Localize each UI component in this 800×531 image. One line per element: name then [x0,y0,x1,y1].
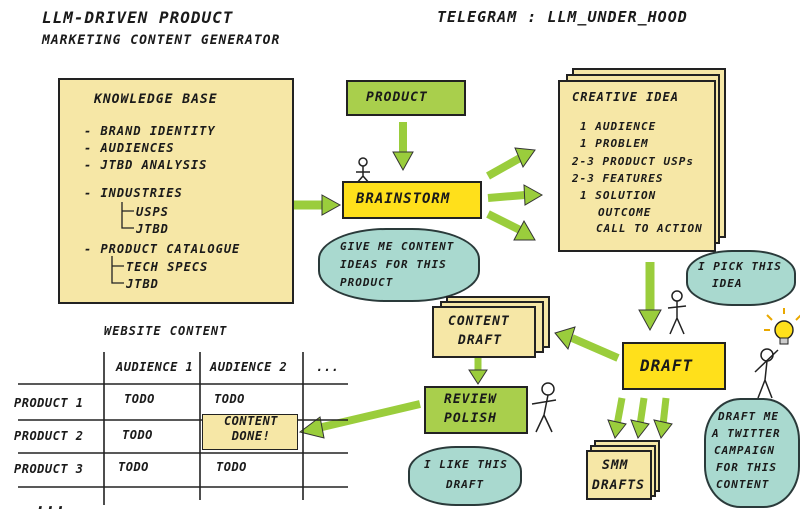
telegram-handle: TELEGRAM : LLM_UNDER_HOOD [437,8,688,26]
product-box [346,80,466,116]
lightbulb-icon [764,308,800,345]
bubble-line: A TWITTER [712,427,781,440]
kb-line: - INDUSTRIES [84,186,183,200]
arrow-draft-to-smm-3 [659,397,670,426]
table-cell-done: CONTENT DONE! [223,414,279,443]
bubble-line: IDEA [712,277,743,290]
smm-line: DRAFTS [592,478,645,493]
product-label: PRODUCT [366,90,428,105]
review-line: REVIEW [444,392,497,407]
brainstorm-box [342,181,482,219]
kb-line: JTBD [126,277,159,291]
table-cell: TODO [214,392,245,406]
kb-line: - PRODUCT CATALOGUE [84,242,241,256]
brainstorm-label: BRAINSTORM [356,191,451,207]
content-draft-line: CONTENT [448,314,510,329]
diagram-title-line2: MARKETING CONTENT GENERATOR [42,33,281,48]
kb-line: - BRAND IDENTITY [84,124,216,138]
table-cell: TODO [122,428,153,442]
smm-drafts-note [586,450,652,500]
idea-line: OUTCOME [598,206,652,219]
bubble-line: CONTENT [716,478,770,491]
idea-person-icon [754,348,779,399]
table-cell: TODO [124,392,155,406]
row-label: PRODUCT 3 [14,462,84,476]
kb-line: - AUDIENCES [84,141,175,155]
review-box [424,386,528,434]
bubble-line: PRODUCT [340,276,394,289]
creative-idea-title: CREATIVE IDEA [572,90,679,104]
kb-line: TECH SPECS [126,260,209,274]
table-header: ... [316,360,340,374]
kb-line: USPS [136,205,169,219]
bubble-line: DRAFT ME [718,410,779,423]
idea-line: 1 SOLUTION [580,189,657,202]
pick-bubble [686,250,796,306]
pick-person-icon [667,290,687,335]
row-label: PRODUCT 2 [14,429,84,443]
content-done-cell [202,414,298,450]
idea-line: 1 PROBLEM [580,137,649,150]
content-draft-line: DRAFT [458,333,503,348]
table-cell: TODO [216,460,247,474]
website-content-title: WEBSITE CONTENT [104,324,228,338]
review-line: POLISH [444,411,497,426]
bubble-line: I PICK THIS [698,260,782,273]
diagram-title-line1: LLM-DRIVEN PRODUCT [42,8,234,27]
bubble-line: FOR THIS [716,461,777,474]
arrow-review-to-table [317,400,421,432]
bubble-line: IDEAS FOR THIS [340,258,447,271]
arrow-brainstorm-to-idea-2 [487,191,526,202]
arrow-draft-to-smm-2 [636,397,648,426]
table-header: AUDIENCE 1 [116,360,194,374]
kb-line: - JTBD ANALYSIS [84,158,208,172]
idea-line: 2-3 FEATURES [572,172,664,185]
idea-line: 2-3 PRODUCT USPs [572,155,694,168]
draft-label: DRAFT [640,356,694,375]
table-cell: TODO [118,460,149,474]
idea-line: CALL TO ACTION [596,222,703,235]
knowledge-base-title: KNOWLEDGE BASE [94,92,218,107]
bubble-line: CAMPAIGN [714,444,775,457]
arrow-brainstorm-to-idea-3 [486,210,522,234]
creative-idea-note [558,80,716,252]
arrow-draft-to-content [570,334,620,362]
content-draft-note [432,306,536,358]
smm-line: SMM [602,458,629,473]
idea-line: 1 AUDIENCE [580,120,657,133]
kb-line: JTBD [136,222,169,236]
bubble-line: I LIKE THIS [424,458,508,471]
twitter-bubble [704,398,800,508]
arrow-brainstorm-to-idea-1 [486,154,522,180]
draft-box [622,342,726,390]
brainstorm-person-icon [355,157,371,185]
row-label: PRODUCT 1 [14,396,84,410]
request-bubble [318,228,480,302]
knowledge-base-note [58,78,294,304]
bubble-line: DRAFT [446,478,485,491]
bubble-line: GIVE ME CONTENT [340,240,455,253]
like-bubble [408,446,522,506]
table-more-rows: ... [36,494,67,513]
table-header: AUDIENCE 2 [210,360,288,374]
review-person-icon [531,382,557,433]
arrow-draft-to-smm-1 [613,397,626,426]
